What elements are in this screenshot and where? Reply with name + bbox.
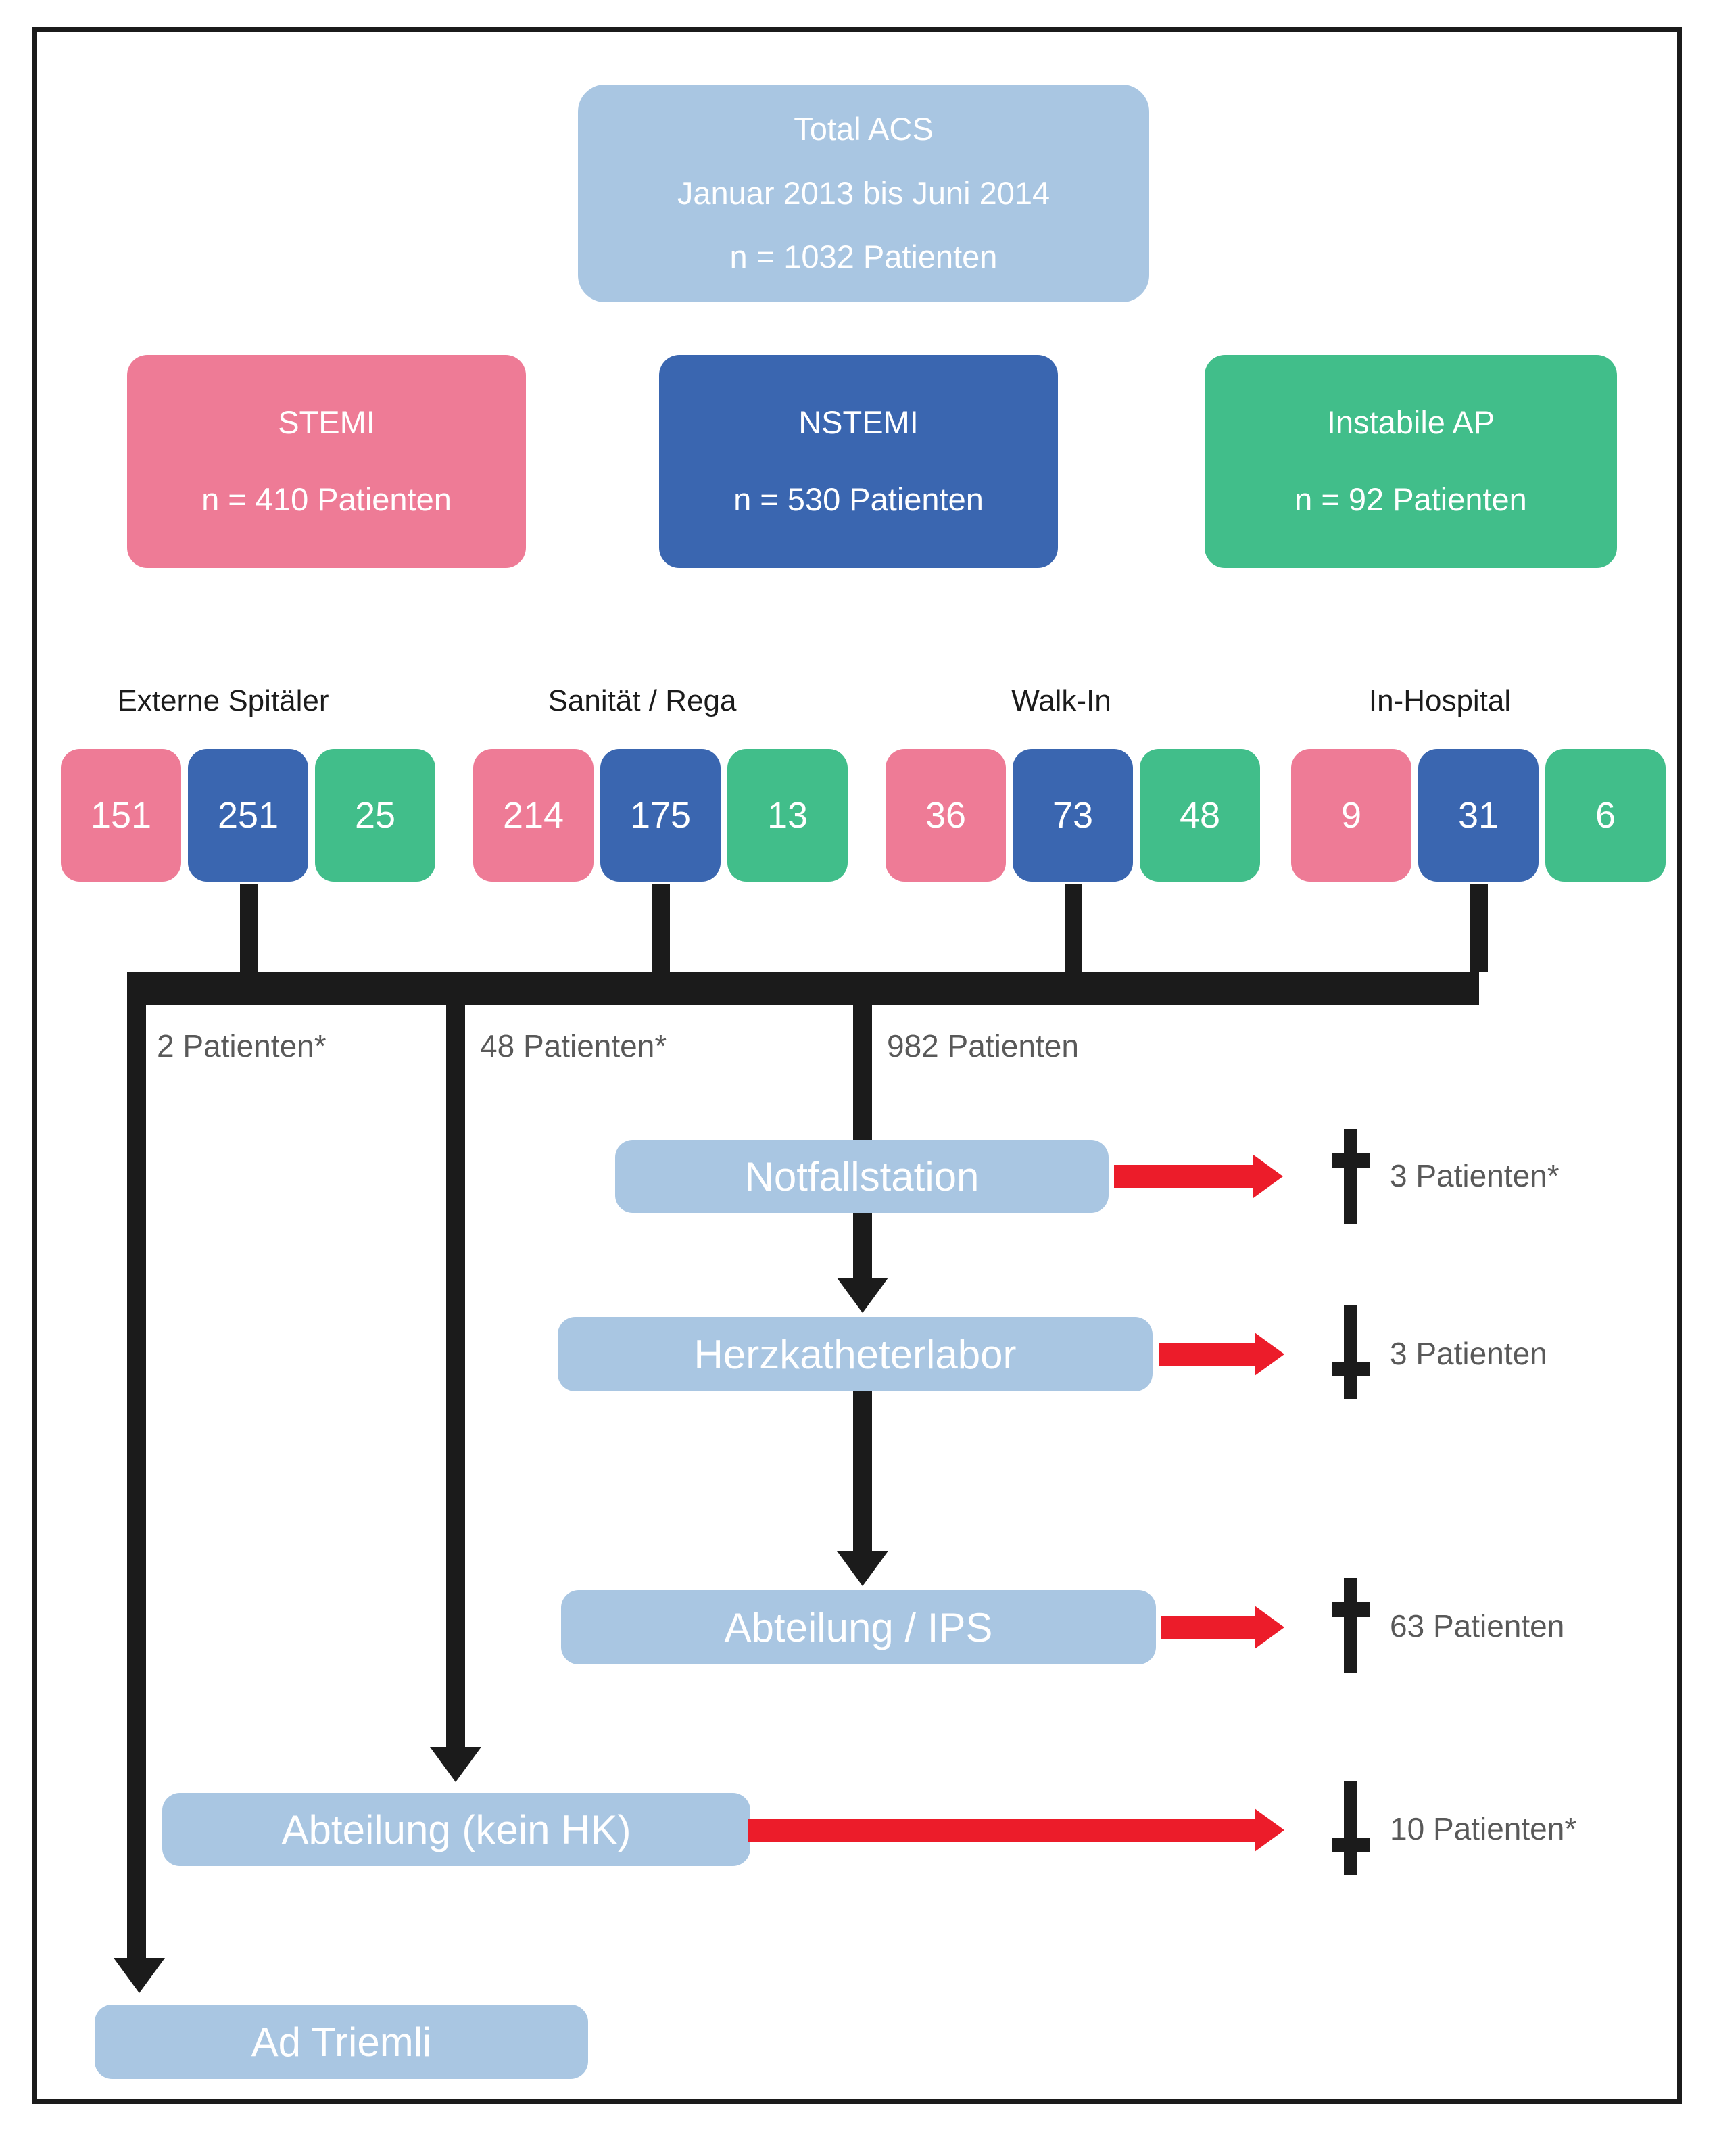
stage-label-ad-triemli: Ad Triemli [251,2019,432,2065]
diagnosis-name-instabile-ap: Instabile AP [1326,404,1495,441]
death-arrow-shaft [748,1819,1255,1842]
death-arrow-head [1253,1155,1283,1198]
connector-stub-sanitaet-rega [652,884,670,972]
branch-leg-abteilung-kein-hk [446,1005,465,1748]
diagnosis-name-nstemi: NSTEMI [798,404,919,441]
route-chip-externe-spitaeler-stemi: 151 [61,749,181,882]
stage-box-notfallstation: Notfallstation [615,1140,1109,1213]
death-label-abteilung-kein-hk: 10 Patienten* [1390,1811,1577,1846]
stage-label-abteilung-kein-hk: Abteilung (kein HK) [281,1806,631,1852]
dagger-bar [1332,1602,1370,1617]
route-chip-in-hospital-nstemi: 31 [1418,749,1539,882]
dagger-icon-abteilung-ips [1326,1578,1374,1673]
total-acs-count: n = 1032 Patienten [729,239,998,275]
dagger-bar [1332,1838,1370,1852]
death-arrow-head [1255,1606,1284,1649]
route-chip-walk-in-stemi: 36 [886,749,1006,882]
route-chip-walk-in-nstemi: 73 [1013,749,1133,882]
branch-leg-ad-triemli [127,1005,146,1968]
arrowhead-abteilung-ips [837,1551,888,1586]
death-label-notfallstation: 3 Patienten* [1390,1158,1559,1193]
route-chip-in-hospital-uap: 6 [1545,749,1666,882]
connector-stub-walk-in [1065,884,1082,972]
route-chip-externe-spitaeler-uap: 25 [315,749,435,882]
death-arrow-abteilung-ips [1161,1606,1284,1649]
total-acs-title: Total ACS [794,110,934,147]
figure-border [32,27,1682,2104]
death-label-herzkatheterlabor: 3 Patienten [1390,1336,1547,1371]
death-arrow-herzkatheterlabor [1159,1333,1284,1376]
route-label-walk-in: Walk-In [1011,684,1111,717]
diagnosis-box-nstemi: NSTEMI n = 530 Patienten [659,355,1058,568]
death-arrow-head [1255,1333,1284,1376]
dagger-icon-notfallstation [1326,1129,1374,1224]
stage-box-herzkatheterlabor: Herzkatheterlabor [558,1317,1153,1391]
stage-label-herzkatheterlabor: Herzkatheterlabor [694,1331,1017,1377]
death-arrow-abteilung-kein-hk [748,1808,1284,1852]
diagnosis-box-stemi: STEMI n = 410 Patienten [127,355,526,568]
death-arrow-notfallstation [1114,1155,1283,1198]
arrowhead-abteilung-kein-hk [430,1747,481,1782]
route-label-sanitaet-rega: Sanität / Rega [548,684,737,717]
arrowhead-ad-triemli [114,1958,165,1993]
diagnosis-name-stemi: STEMI [278,404,375,441]
connector-stub-in-hospital [1470,884,1488,972]
dagger-stem [1344,1305,1357,1399]
total-acs-period: Januar 2013 bis Juni 2014 [677,174,1050,211]
branch-leg-notfallstation [853,1005,872,1140]
branch-label-48-patienten: 48 Patienten* [480,1028,667,1063]
dagger-icon-herzkatheterlabor [1326,1305,1374,1399]
connector-bus [127,972,1479,1005]
death-arrow-head [1255,1808,1284,1852]
death-label-abteilung-ips: 63 Patienten [1390,1608,1565,1644]
stage-box-abteilung-kein-hk: Abteilung (kein HK) [162,1793,750,1866]
route-chip-sanitaet-rega-stemi: 214 [473,749,594,882]
diagnosis-box-instabile-ap: Instabile AP n = 92 Patienten [1205,355,1617,568]
dagger-icon-abteilung-kein-hk [1326,1781,1374,1875]
branch-label-982-patienten: 982 Patienten [887,1028,1079,1063]
arrowhead-herzkatheterlabor [837,1278,888,1313]
route-chip-externe-spitaeler-nstemi: 251 [188,749,308,882]
death-arrow-shaft [1114,1165,1253,1188]
branch-label-2-patienten: 2 Patienten* [157,1028,327,1063]
stage-label-abteilung-ips: Abteilung / IPS [724,1604,993,1650]
diagnosis-count-stemi: n = 410 Patienten [201,481,452,517]
dagger-stem [1344,1578,1357,1673]
dagger-stem [1344,1129,1357,1224]
diagnosis-count-instabile-ap: n = 92 Patienten [1295,481,1527,517]
connector-notfall-to-hk [853,1213,872,1280]
death-arrow-shaft [1161,1616,1255,1639]
route-label-in-hospital: In-Hospital [1368,684,1512,717]
total-acs-box: Total ACS Januar 2013 bis Juni 2014 n = … [578,85,1149,302]
stage-box-ad-triemli: Ad Triemli [95,2005,588,2079]
connector-stub-externe-spitaeler [240,884,258,972]
route-chip-in-hospital-stemi: 9 [1291,749,1411,882]
stage-box-abteilung-ips: Abteilung / IPS [561,1590,1156,1664]
dagger-bar [1332,1153,1370,1168]
connector-hk-to-ips [853,1391,872,1554]
dagger-bar [1332,1362,1370,1376]
stage-label-notfallstation: Notfallstation [744,1153,980,1199]
route-chip-walk-in-uap: 48 [1140,749,1260,882]
route-label-externe-spitaeler: Externe Spitäler [117,684,329,717]
route-chip-sanitaet-rega-nstemi: 175 [600,749,721,882]
diagnosis-count-nstemi: n = 530 Patienten [733,481,984,517]
dagger-stem [1344,1781,1357,1875]
death-arrow-shaft [1159,1343,1255,1366]
route-chip-sanitaet-rega-uap: 13 [727,749,848,882]
